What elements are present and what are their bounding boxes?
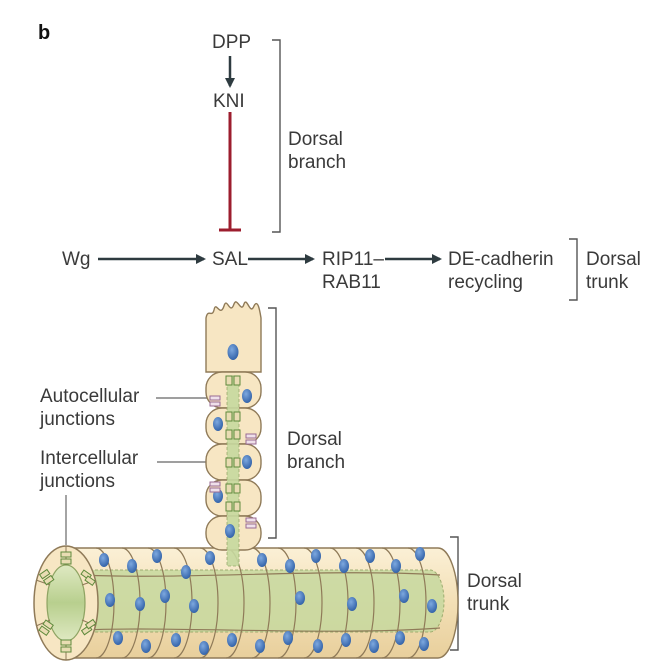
illustration-branch-bracket [268, 307, 277, 539]
pathway-trunk-line2: trunk [586, 272, 629, 293]
autocellular-line2: junctions [40, 409, 115, 430]
illustration-trunk-line1: Dorsal [467, 571, 522, 592]
rip11-label: RIP11– RAB11 [322, 248, 384, 294]
illustration-branch-line2: branch [287, 452, 346, 473]
autocellular-junctions-label: Autocellular junctions [40, 385, 139, 431]
intercellular-junctions-label: Intercellular junctions [40, 447, 138, 493]
rip11-label-line2: RAB11 [322, 272, 381, 293]
kni-label: KNI [213, 91, 245, 112]
pathway-branch-line2: branch [288, 152, 347, 173]
wg-label: Wg [62, 249, 91, 270]
pathway-arrows [98, 56, 442, 264]
pathway-branch-bracket [272, 39, 281, 233]
dorsal-branch-cells [205, 301, 262, 567]
illustration-trunk-line2: trunk [467, 594, 510, 615]
decadherin-label: DE-cadherin recycling [448, 248, 554, 294]
dpp-label: DPP [212, 32, 252, 53]
pathway-branch-line1: Dorsal [288, 129, 343, 150]
illustration-trunk-label: Dorsal trunk [467, 570, 522, 616]
pathway-trunk-bracket-label: Dorsal trunk [586, 248, 641, 294]
intercellular-line1: Intercellular [40, 448, 139, 469]
pathway-branch-bracket-label: Dorsal branch [288, 128, 346, 174]
illustration-branch-line1: Dorsal [287, 429, 342, 450]
intercellular-line2: junctions [40, 471, 115, 492]
rip11-label-line1: RIP11– [322, 249, 384, 270]
dorsal-trunk-tube [33, 545, 459, 661]
sal-label: SAL [212, 249, 248, 270]
pathway-trunk-bracket [569, 238, 578, 301]
panel-label: b [38, 22, 51, 44]
leader-lines [65, 397, 222, 545]
illustration-branch-label: Dorsal branch [287, 428, 345, 474]
decadherin-label-line1: DE-cadherin [448, 249, 554, 270]
autocellular-line1: Autocellular [40, 386, 140, 407]
pathway-trunk-line1: Dorsal [586, 249, 641, 270]
decadherin-label-line2: recycling [448, 272, 523, 293]
